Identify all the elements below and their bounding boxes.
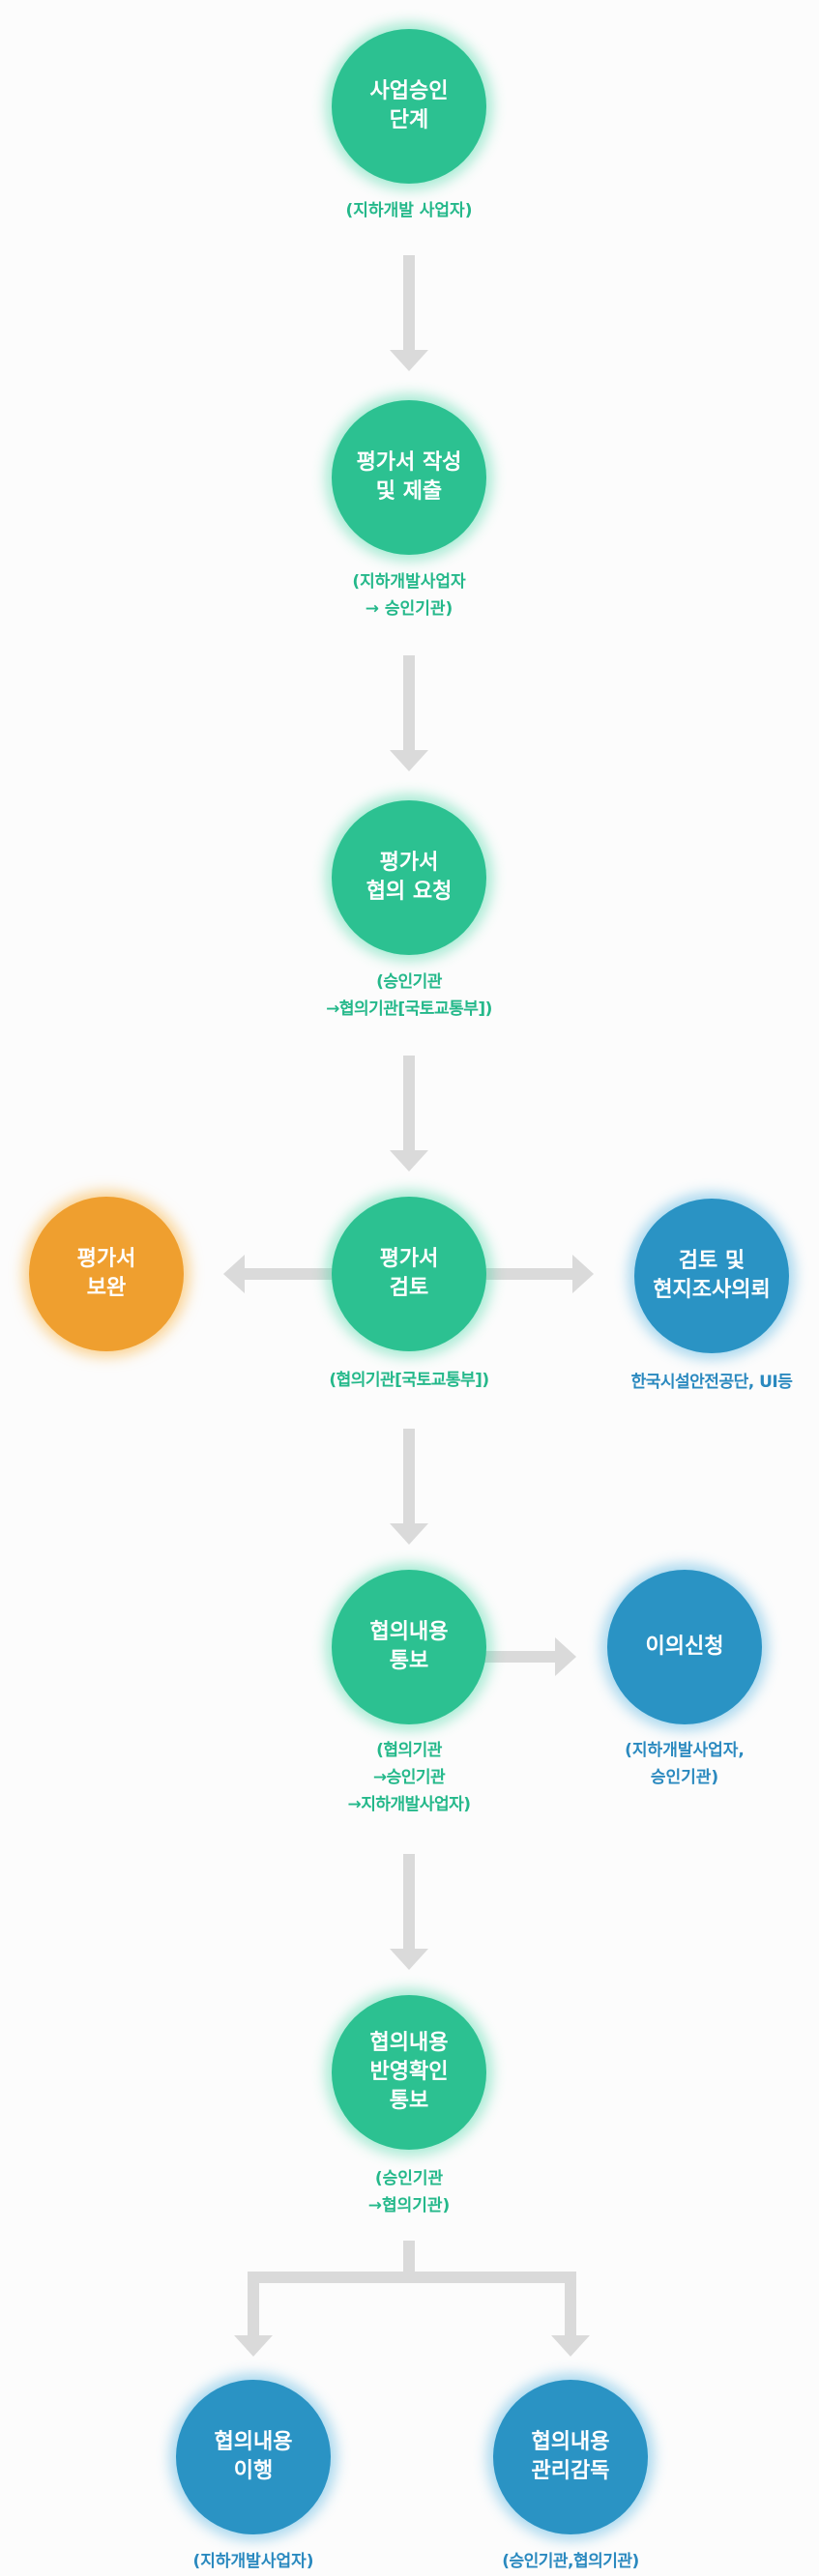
caption-supervision: (승인기관,협의기관) [502,2552,639,2571]
caption-submit-report: (지하개발사업자 → 승인기관) [352,572,466,619]
arrow-review-to-supplement [223,1255,334,1293]
caption-inspection-request: 한국시설안전공단, UI등 [630,1373,793,1392]
caption-consultation-request: (승인기관 →협의기관[국토교통부]) [326,972,492,1019]
node-consultation-notice: 협의내용 통보 [332,1570,486,1724]
caption-consultation-notice: (협의기관 →승인기관 →지하개발사업자) [347,1741,472,1814]
arrow-notify-to-reflect [390,1854,428,1970]
arrow-approval-to-submit [390,255,428,371]
node-reflection-notice: 협의내용 반영확인 통보 [332,1995,486,2150]
node-report-review: 평가서 검토 [332,1197,486,1351]
arrow-request-to-review [390,1056,428,1172]
node-inspection-request: 검토 및 현지조사의뢰 [634,1199,789,1353]
node-report-supplement: 평가서 보완 [29,1197,184,1351]
arrow-notify-to-objection [484,1637,576,1676]
caption-reflection-notice: (승인기관 →협의기관) [367,2169,451,2215]
arrow-reflect-to-branch [234,2241,590,2357]
arrow-submit-to-request [390,655,428,771]
node-objection: 이의신청 [607,1570,762,1724]
node-approval-stage: 사업승인 단계 [332,29,486,184]
node-consultation-request: 평가서 협의 요청 [332,800,486,955]
node-supervision: 협의내용 관리감독 [493,2380,648,2534]
arrow-review-to-notify [390,1429,428,1545]
node-implementation: 협의내용 이행 [176,2380,331,2534]
connector-arrows [223,255,594,2357]
arrow-review-to-inspection [484,1255,594,1293]
caption-report-review: (협의기관[국토교통부]) [329,1371,489,1390]
caption-objection: (지하개발사업자, 승인기관) [625,1741,745,1787]
caption-implementation: (지하개발사업자) [192,2552,314,2571]
caption-approval-stage: (지하개발 사업자) [345,201,473,220]
node-submit-report: 평가서 작성 및 제출 [332,400,486,555]
